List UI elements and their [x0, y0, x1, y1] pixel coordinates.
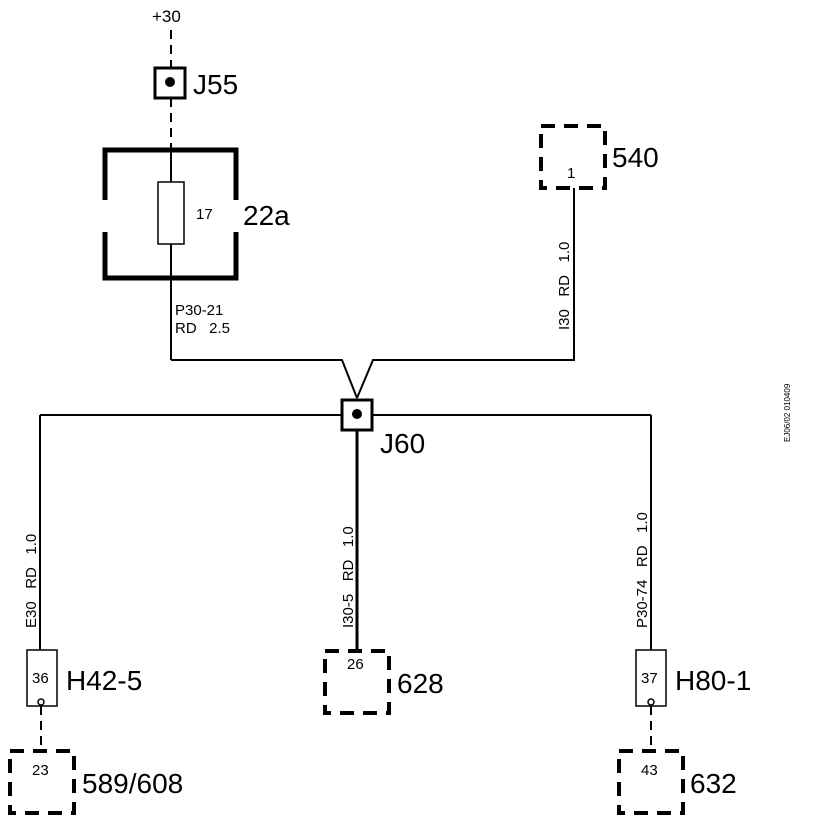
wire-to-h42-spec: E30 RD 1.0 — [23, 534, 40, 628]
wire-to-h80-spec: P30-74 RD 1.0 — [634, 512, 651, 628]
component-540-pin: 1 — [567, 165, 575, 182]
component-632 — [617, 749, 685, 815]
wire-fuse-out-code: P30-21 — [175, 302, 223, 319]
component-589-608 — [8, 749, 76, 815]
j55-label: J55 — [193, 69, 238, 100]
component-628 — [323, 649, 391, 715]
component-589-608-pin: 23 — [32, 762, 49, 779]
connector-h80-pin: 37 — [641, 670, 658, 687]
connector-h80-label: H80-1 — [675, 665, 751, 696]
component-632-label: 632 — [690, 768, 737, 799]
wire-to-540-spec: I30 RD 1.0 — [556, 242, 573, 330]
wire-fuse-out-spec: RD 2.5 — [175, 320, 230, 337]
fuse-number: 17 — [196, 206, 213, 223]
fuse-element — [157, 181, 185, 245]
component-540 — [539, 124, 607, 190]
j60-label: J60 — [380, 428, 425, 459]
wire-540-to-j60 — [356, 182, 575, 399]
connector-h80 — [635, 649, 667, 707]
component-628-pin: 26 — [347, 656, 364, 673]
component-540-label: 540 — [612, 142, 659, 173]
document-id: EJ06/02 010409 — [783, 383, 792, 442]
component-632-pin: 43 — [641, 762, 658, 779]
supply-label: +30 — [152, 7, 181, 26]
j55-node — [165, 77, 175, 87]
connector-h42 — [26, 649, 58, 707]
wire-fuse-to-j60 — [171, 359, 358, 399]
j60-node — [352, 409, 362, 419]
connector-h42-pin: 36 — [32, 670, 49, 687]
connector-h80-terminal — [647, 698, 655, 706]
connector-h42-terminal — [37, 698, 45, 706]
fuse-box-label: 22a — [243, 200, 290, 231]
component-628-label: 628 — [397, 668, 444, 699]
component-589-608-label: 589/608 — [82, 768, 183, 799]
wire-to-628-spec: I30-5 RD 1.0 — [340, 526, 357, 628]
connector-h42-label: H42-5 — [66, 665, 142, 696]
